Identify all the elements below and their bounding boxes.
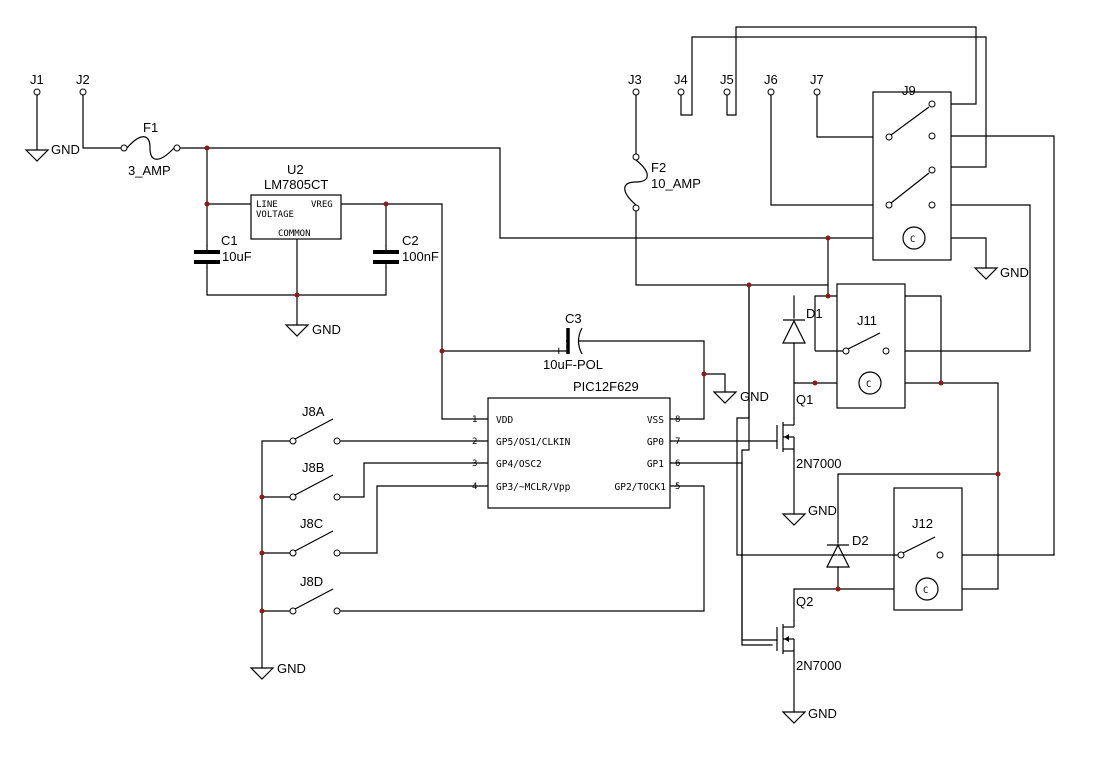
mcu-pin2-num: 2	[472, 437, 477, 447]
mcu-pin5-name: GP2/TOCK1	[615, 482, 667, 493]
connector-j2-label: J2	[76, 72, 90, 87]
connector-j3: J3	[628, 72, 642, 96]
regulator-pin-line: LINE	[256, 200, 278, 210]
mcu-pin3-name: GP4/OSC2	[496, 459, 542, 470]
fuse-f1-ref: F1	[143, 120, 158, 135]
ground-q2: GND	[781, 706, 837, 724]
relay-j12-label: J12	[912, 516, 933, 531]
wires	[36, 26, 1055, 713]
switch-j8a-label: J8A	[302, 404, 325, 419]
capacitor-c2-value: 100nF	[402, 249, 439, 264]
capacitor-c2-ref: C2	[402, 233, 419, 248]
mosfet-q2: Q2 2N7000	[776, 594, 842, 673]
ground-label: GND	[277, 661, 306, 676]
connector-j5-label: J5	[720, 72, 734, 87]
mcu-pin1-name: VDD	[496, 415, 513, 426]
mosfet-q1: Q1 2N7000	[776, 392, 842, 471]
ground-label: GND	[808, 706, 837, 721]
fuse-f2-ref: F2	[651, 160, 666, 175]
ground-switches: GND	[249, 661, 306, 680]
switch-j8b-label: J8B	[302, 460, 324, 475]
ground-q1: GND	[781, 503, 837, 526]
mcu-pin4-name: GP3/~MCLR/Vpp	[496, 482, 571, 493]
relay-j11-label: J11	[857, 313, 877, 328]
connector-j1: J1	[30, 72, 44, 96]
mcu-pin1-num: 1	[472, 415, 477, 425]
connector-j3-label: J3	[628, 72, 642, 87]
fuse-f2-value: 10_AMP	[651, 176, 701, 191]
diode-d1: D1	[782, 306, 823, 344]
relay-j9: J9 C	[872, 83, 952, 261]
ground-j1: GND	[24, 142, 80, 162]
regulator-u2: U2 LM7805CT LINE VOLTAGE VREG COMMON	[250, 162, 342, 240]
mcu-pin3-num: 3	[472, 459, 477, 469]
mcu-pin2-name: GP5/OS1/CLKIN	[496, 437, 571, 448]
switch-j8c-label: J8C	[300, 516, 323, 531]
mcu-pic12f629: PIC12F629 1 VDD 2 GP5/OS1/CLKIN 3 GP4/OS…	[472, 379, 680, 509]
relay-j11-coil: C	[866, 380, 871, 390]
mosfet-q1-ref: Q1	[796, 392, 813, 407]
connector-j5: J5	[720, 72, 734, 96]
capacitor-c2: C2 100nF	[373, 233, 439, 268]
regulator-ref: U2	[287, 162, 304, 177]
relay-j12: J12 C	[838, 487, 963, 611]
mcu-pin5-num: 5	[675, 482, 680, 492]
mosfet-q2-part: 2N7000	[796, 658, 842, 673]
relay-j9-label: J9	[902, 83, 916, 98]
capacitor-c1: C1 10uF	[194, 233, 252, 268]
mcu-part: PIC12F629	[573, 379, 639, 394]
mosfet-q1-part: 2N7000	[796, 456, 842, 471]
mcu-pin8-num: 8	[675, 415, 680, 425]
fuse-f2: F2 10_AMP	[624, 153, 701, 212]
capacitor-c3-ref: C3	[565, 311, 582, 326]
connector-j6: J6	[764, 72, 778, 96]
connector-j7-label: J7	[810, 72, 824, 87]
capacitor-c1-ref: C1	[221, 233, 238, 248]
ground-label: GND	[740, 389, 769, 404]
capacitor-c3-value: 10uF-POL	[543, 357, 603, 372]
regulator-part: LM7805CT	[264, 177, 328, 192]
ground-mcu: GND	[712, 389, 769, 404]
relay-j9-coil: C	[910, 235, 915, 245]
regulator-pin-common: COMMON	[278, 229, 311, 239]
ground-label: GND	[808, 503, 837, 518]
ground-label: GND	[312, 322, 341, 337]
mcu-pin6-num: 6	[675, 459, 680, 469]
diode-d2-label: D2	[852, 533, 869, 548]
mcu-pin6-name: GP1	[647, 459, 664, 470]
mcu-pin7-num: 7	[675, 437, 680, 447]
switch-j8a: J8A	[289, 404, 341, 445]
connector-j4: J4	[674, 72, 688, 96]
ground-relay-j9: GND	[973, 265, 1029, 280]
junctions	[204, 145, 1001, 614]
fuse-f1: F1 3_AMP	[120, 120, 181, 178]
connector-j7: J7	[810, 72, 824, 96]
capacitor-c3: C3 + 10uF-POL	[543, 311, 603, 372]
switch-j8b: J8B	[289, 460, 341, 501]
mcu-pin8-name: VSS	[647, 415, 664, 426]
fuse-f1-value: 3_AMP	[128, 163, 171, 178]
diode-d2: D2	[826, 533, 869, 568]
relay-j11: J11 C	[815, 283, 906, 409]
mcu-pin4-num: 4	[472, 482, 477, 492]
mcu-pin7-name: GP0	[647, 437, 664, 448]
capacitor-c1-value: 10uF	[222, 249, 252, 264]
connector-j1-label: J1	[30, 72, 44, 87]
connector-j4-label: J4	[674, 72, 688, 87]
ground-label: GND	[1000, 265, 1029, 280]
relay-j12-coil: C	[923, 586, 928, 596]
regulator-pin-voltage: VOLTAGE	[256, 210, 294, 220]
connector-j6-label: J6	[764, 72, 778, 87]
switch-j8d-label: J8D	[300, 574, 323, 589]
switch-j8c: J8C	[289, 516, 341, 557]
connector-j2: J2	[76, 72, 90, 96]
regulator-pin-vreg: VREG	[311, 200, 333, 210]
ground-label: GND	[51, 142, 80, 157]
diode-d1-label: D1	[806, 306, 823, 321]
mosfet-q2-ref: Q2	[796, 594, 813, 609]
capacitor-c3-polarity: +	[555, 343, 563, 358]
ground-regulator: GND	[284, 322, 341, 337]
switch-j8d: J8D	[289, 574, 341, 615]
